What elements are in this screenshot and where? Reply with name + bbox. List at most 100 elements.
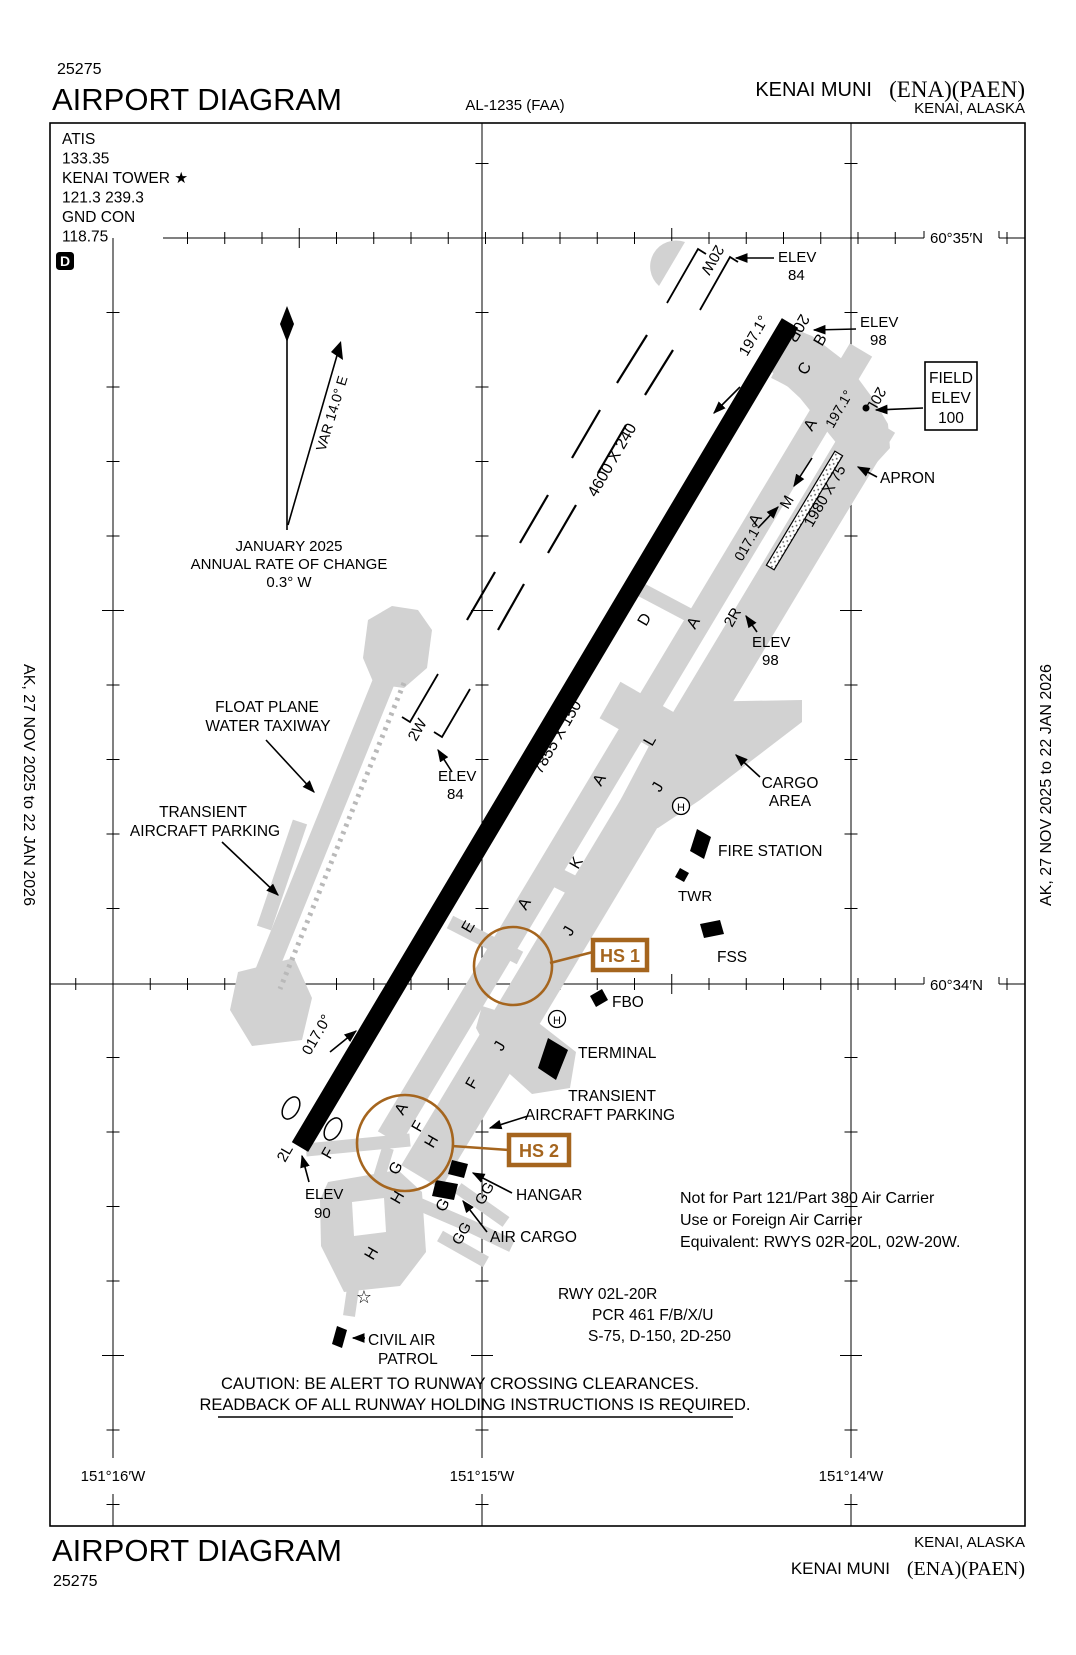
airport-ident-bottom: (ENA)(PAEN): [907, 1558, 1025, 1580]
elev98-bot-2: 98: [762, 652, 779, 669]
threshold-20w-mark-1: [666, 247, 707, 304]
thr-20W: 20W: [697, 242, 728, 278]
chart-number-bottom: 25275: [53, 1573, 98, 1590]
note-part121-2: Use or Foreign Air Carrier: [680, 1212, 863, 1229]
airport-name-bottom: KENAI MUNI: [791, 1559, 890, 1578]
magnetic-var-arrowhead: [331, 341, 343, 360]
taxiway-pavement: [251, 330, 896, 1317]
hs1-label: HS 1: [600, 946, 640, 966]
arrow-hangar: [471, 1172, 513, 1194]
cargo-area-2: AREA: [769, 793, 812, 810]
thr-2W: 2W: [405, 715, 431, 744]
hold-marker-d: D: [60, 253, 70, 269]
effectivity-left: AK, 27 NOV 2025 to 22 JAN 2026: [20, 664, 37, 906]
helipad-h-1: H: [677, 802, 685, 814]
arrow-hdg-197-main: [713, 386, 741, 414]
arrow-transient-south: [488, 1115, 529, 1130]
comm-atis: ATIS: [62, 131, 95, 148]
arrow-apron: [856, 466, 878, 478]
air-cargo-label: AIR CARGO: [490, 1229, 577, 1246]
fss-label: FSS: [717, 949, 747, 966]
arrow-elev90: [300, 1154, 310, 1183]
comm-gnd: GND CON: [62, 209, 135, 226]
arrow-hdg-197-small: [793, 457, 813, 488]
comm-atis-freq: 133.35: [62, 151, 109, 168]
elev90-1: ELEV: [305, 1186, 343, 1203]
leader-arrows: [221, 253, 924, 1343]
helipad-h-2: H: [553, 1015, 561, 1027]
effectivity-right: AK, 27 NOV 2025 to 22 JAN 2026: [1038, 664, 1055, 906]
airport-name-top: KENAI MUNI: [755, 79, 872, 101]
transient-w-1: TRANSIENT: [159, 804, 247, 821]
elev98-bot-1: ELEV: [752, 634, 790, 651]
al-number: AL-1235 (FAA): [465, 97, 564, 114]
northeast-apron: [772, 330, 890, 472]
lon-151-15: 151°15′W: [450, 1468, 516, 1485]
cargo-apron: [612, 700, 802, 834]
fire-station: FIRE STATION: [718, 843, 822, 860]
note-rwy-1: RWY 02L-20R: [558, 1286, 657, 1303]
displaced-threshold-loops: [281, 1096, 343, 1141]
caution-2: READBACK OF ALL RUNWAY HOLDING INSTRUCTI…: [199, 1396, 750, 1414]
field-elev-1: FIELD: [929, 370, 973, 387]
float-plane-2: WATER TAXIWAY: [205, 718, 330, 735]
lon-151-16: 151°16′W: [81, 1468, 147, 1485]
chart-number-top: 25275: [57, 61, 102, 78]
taxiway-k-connector: [541, 863, 607, 909]
water-turn-basin: [650, 240, 685, 286]
elev98-top-2: 98: [870, 332, 887, 349]
apron-label: APRON: [880, 470, 935, 487]
terminal-label: TERMINAL: [578, 1045, 657, 1062]
hs2-circle: [355, 1093, 455, 1193]
field-elev-box: [924, 361, 978, 431]
buildings: [332, 829, 724, 1348]
terminal-building: [538, 1038, 568, 1080]
var-label: VAR 14.0° E: [313, 374, 351, 453]
var-rate-1: ANNUAL RATE OF CHANGE: [191, 556, 388, 573]
arrow-cargo-area: [735, 754, 761, 778]
water-runway-02w-20w: [466, 334, 674, 631]
city-top: KENAI, ALASKA: [914, 100, 1025, 117]
hs1-box: [590, 937, 650, 973]
elev98-top-1: ELEV: [860, 314, 898, 331]
hold-marker-box: [56, 252, 74, 270]
comm-tower-freq: 121.3 239.3: [62, 190, 144, 207]
float-plane-taxiway-band: [251, 671, 397, 987]
arrow-elev98-bot: [745, 614, 758, 633]
lat-60-34: 60°34′N: [930, 977, 983, 994]
comm-gnd-freq: 118.75: [62, 229, 108, 246]
true-north-arrowhead: [280, 306, 294, 342]
civil-air-patrol-building: [332, 1326, 347, 1348]
cap-star: ☆: [356, 1287, 372, 1307]
chart-border: [49, 122, 1026, 1527]
lon-151-14: 151°14′W: [819, 1468, 885, 1485]
float-parking-blob: [230, 958, 312, 1046]
transient-s-2: AIRCRAFT PARKING: [525, 1107, 675, 1124]
threshold-2w-mark-1: [401, 673, 439, 724]
hs2-label: HS 2: [519, 1141, 559, 1161]
arrow-hdg-017-main: [329, 1030, 357, 1053]
transient-s-1: TRANSIENT: [568, 1088, 656, 1105]
cap-label-1: CIVIL AIR: [368, 1332, 435, 1349]
hangar-label: HANGAR: [516, 1187, 582, 1204]
var-rate-2: 0.3° W: [266, 574, 312, 591]
elev84-top-2: 84: [788, 267, 805, 284]
threshold-2w-mark-2: [433, 688, 471, 739]
runway-02r-20l: [765, 404, 870, 571]
lat-60-35: 60°35′N: [930, 230, 983, 247]
float-basin-apron: [363, 606, 432, 688]
elev90-2: 90: [314, 1205, 331, 1222]
page-title-top: AIRPORT DIAGRAM: [52, 82, 342, 117]
twr-label: TWR: [678, 888, 712, 905]
arrow-field-elev: [874, 404, 924, 415]
field-elev-3: 100: [938, 410, 964, 427]
arrow-transient-west: [221, 841, 279, 896]
taxiway-gg2-connector: [437, 1230, 489, 1268]
transient-w-2: AIRCRAFT PARKING: [130, 823, 280, 840]
caution-1: CAUTION: BE ALERT TO RUNWAY CROSSING CLE…: [221, 1375, 699, 1393]
arrow-air-cargo: [462, 1199, 488, 1233]
note-part121-1: Not for Part 121/Part 380 Air Carrier: [680, 1190, 935, 1207]
comm-tower: KENAI TOWER ★: [62, 170, 188, 187]
arrow-hdg-017-small: [757, 506, 779, 529]
